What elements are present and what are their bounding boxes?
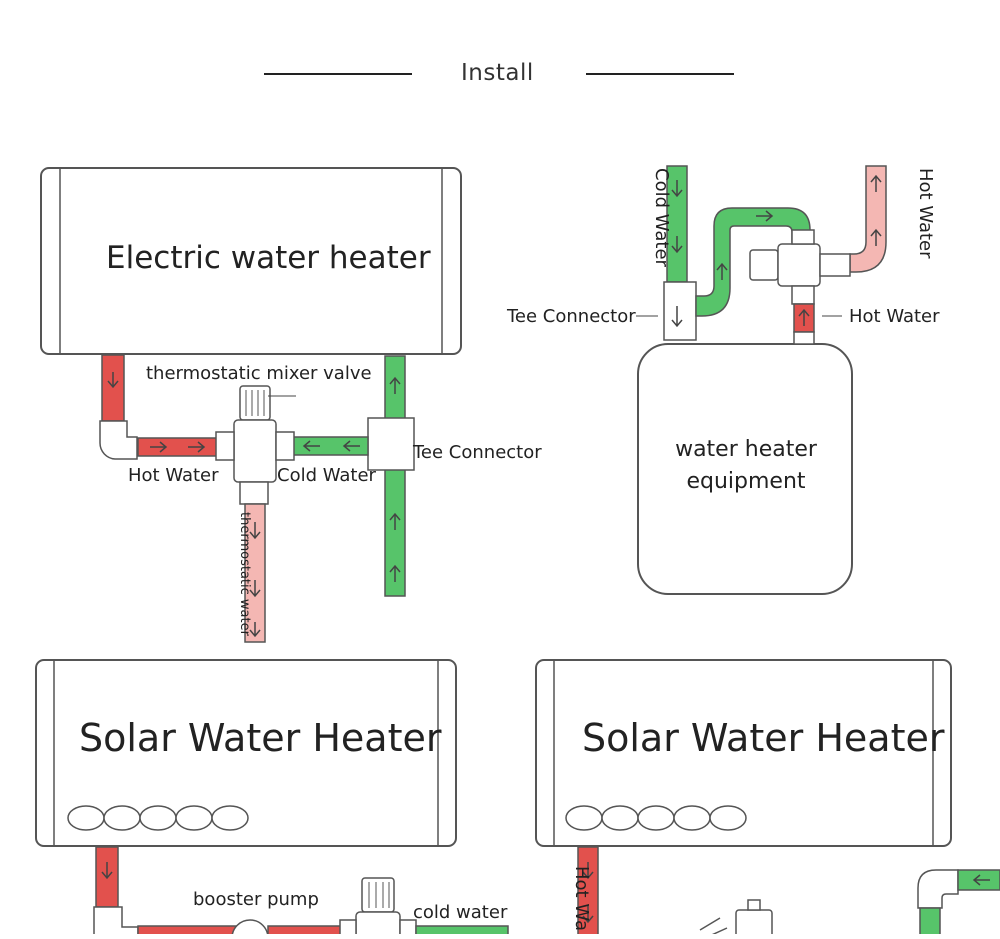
booster-pump — [231, 919, 269, 934]
electric-heater-label: Electric water heater — [106, 240, 431, 276]
equipment-diagram — [636, 165, 887, 595]
mixer-valve-label: thermostatic mixer valve — [146, 363, 372, 384]
equipment-tank — [637, 343, 853, 595]
equipment-hot-side-label: Hot Water — [849, 306, 940, 327]
solar-right-hot-label: Hot Wa — [571, 866, 592, 932]
solar-left-diagram — [35, 659, 509, 934]
thermostatic-water-label: thermostatic water — [237, 512, 252, 636]
pipe-elbow — [99, 420, 138, 460]
equipment-label: water heater equipment — [640, 434, 852, 498]
hot-water-label: Hot Water — [128, 465, 219, 486]
solar-left-label: Solar Water Heater — [79, 716, 442, 760]
cold-water-label: Cold Water — [277, 465, 376, 486]
solar-cold-pipe — [415, 925, 509, 934]
tee-connector-2 — [663, 281, 697, 341]
solar-right-cold-elbow — [917, 869, 959, 909]
equipment-cold-label: Cold Water — [651, 168, 672, 267]
thermostatic-mixer-valve — [215, 385, 295, 505]
cold-pipe-vertical — [384, 355, 406, 597]
equipment-label-line2: equipment — [686, 469, 806, 494]
electric-heater-diagram — [40, 167, 462, 643]
mixer-valve-2 — [749, 229, 851, 305]
tee-connector-label: Tee Connector — [413, 442, 542, 463]
solar-right-diagram — [535, 659, 1000, 934]
mixer-valve-3 — [339, 877, 417, 934]
solar-cold-water-label: cold water — [413, 902, 508, 923]
page-title: Install — [461, 60, 534, 86]
equipment-label-line1: water heater — [675, 437, 817, 462]
booster-pump-label: booster pump — [193, 889, 319, 910]
solar-left-tank — [35, 659, 457, 847]
equipment-hot-top-label: Hot Water — [915, 168, 936, 259]
solar-right-hot-pipe — [577, 846, 599, 934]
mixed-water-pipe — [244, 503, 266, 643]
electric-heater-tank — [40, 167, 462, 355]
solar-right-label: Solar Water Heater — [582, 716, 945, 760]
equipment-tee-label: Tee Connector — [507, 306, 636, 327]
tee-connector — [367, 417, 415, 471]
solar-right-tank — [535, 659, 952, 847]
